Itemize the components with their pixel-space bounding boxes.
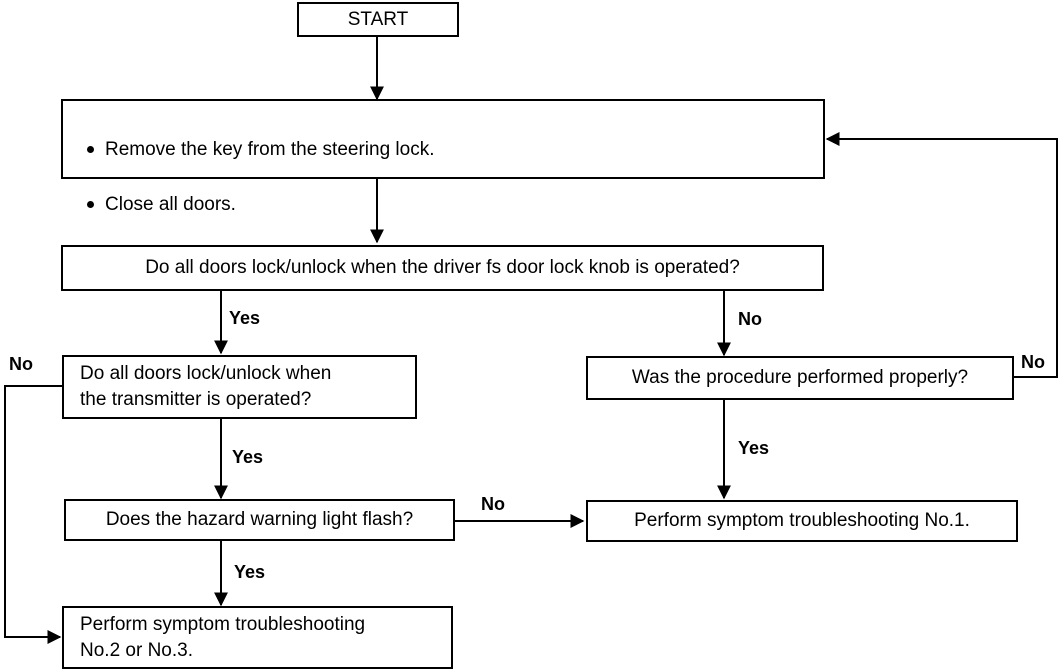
node-prepare-bullet-1: Remove the key from the steering lock. xyxy=(85,135,823,164)
node-knob-check[interactable]: Do all doors lock/unlock when the driver… xyxy=(61,245,824,291)
node-transmitter-check[interactable]: Do all doors lock/unlock when the transm… xyxy=(62,355,417,419)
node-symptom-2-3[interactable]: Perform symptom troubleshooting No.2 or … xyxy=(62,606,453,669)
node-symptom-2-3-label: Perform symptom troubleshooting No.2 or … xyxy=(80,613,366,661)
edge-label-hazard-no: No xyxy=(481,494,505,514)
node-start-label: START xyxy=(347,8,409,30)
node-start[interactable]: START xyxy=(297,2,459,37)
node-prepare-bullet-2: Close all doors. xyxy=(85,190,823,219)
connector-transmitter-no-to-symptom23 xyxy=(4,385,64,644)
edge-label-knob-yes: Yes xyxy=(229,308,261,328)
node-knob-check-label: Do all doors lock/unlock when the driver… xyxy=(145,257,740,279)
node-transmitter-check-label: Do all doors lock/unlock when the transm… xyxy=(80,363,332,410)
node-hazard-check-label: Does the hazard warning light flash? xyxy=(105,509,414,531)
node-prepare[interactable]: Remove the key from the steering lock. C… xyxy=(61,99,825,215)
edge-label-hazard-yes: Yes xyxy=(234,562,266,582)
connector-procedure-no-to-prepare xyxy=(825,132,1058,378)
edge-label-transmitter-yes: Yes xyxy=(232,447,264,467)
edge-label-procedure-no: No xyxy=(1021,352,1045,372)
node-hazard-check[interactable]: Does the hazard warning light flash? xyxy=(64,499,455,541)
edge-label-knob-no: No xyxy=(738,309,762,329)
edge-label-procedure-yes: Yes xyxy=(738,438,770,458)
node-symptom-1[interactable]: Perform symptom troubleshooting No.1. xyxy=(586,500,1018,542)
node-symptom-1-label: Perform symptom troubleshooting No.1. xyxy=(634,510,970,532)
edge-label-transmitter-no: No xyxy=(9,354,33,374)
node-procedure-check[interactable]: Was the procedure performed properly? xyxy=(586,356,1014,400)
node-procedure-check-label: Was the procedure performed properly? xyxy=(631,367,969,389)
